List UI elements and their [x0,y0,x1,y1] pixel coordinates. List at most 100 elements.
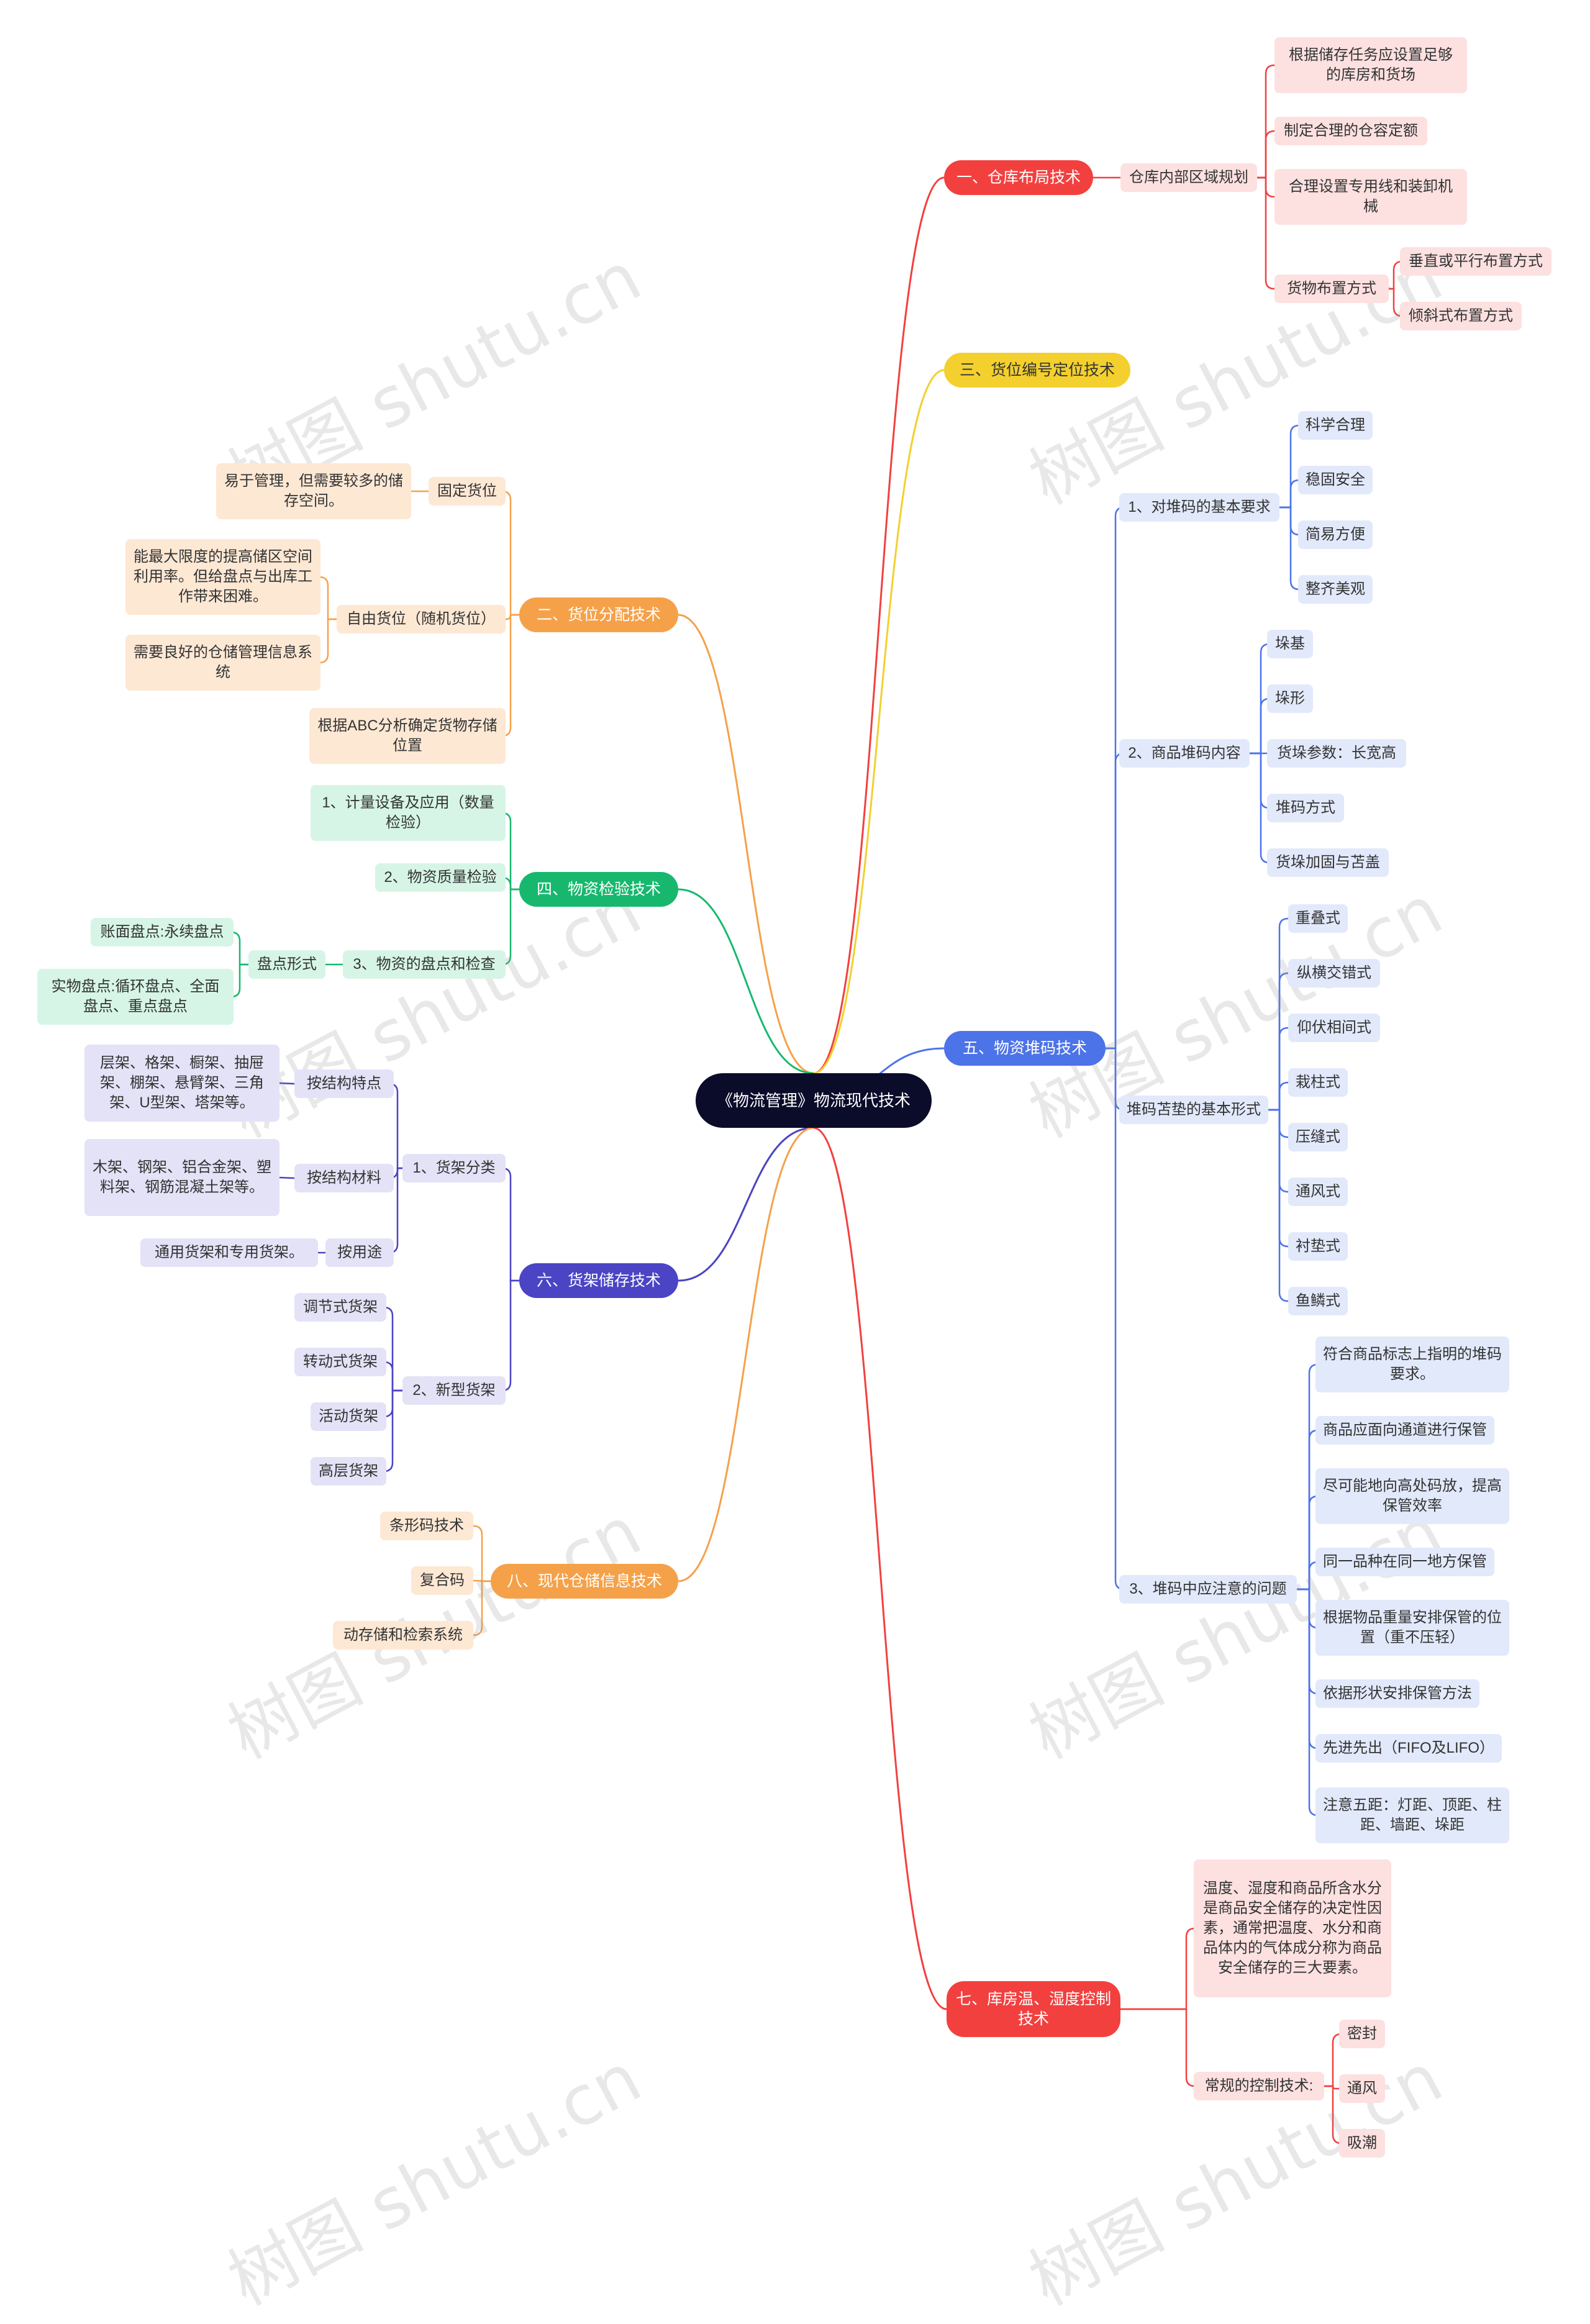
node-new-shelf-0[interactable]: 调节式货架 [294,1293,386,1322]
node-three-elements[interactable]: 温度、湿度和商品所含水分是商品安全储存的决定性因素，通常把温度、水分和商品体内的… [1194,1859,1391,1997]
node-stack-form-7[interactable]: 鱼鳞式 [1288,1287,1348,1315]
node-stack-note-7[interactable]: 注意五距：灯距、顶距、柱距、墙距、垛距 [1315,1787,1509,1843]
node-control-2[interactable]: 吸潮 [1339,2129,1385,2158]
bracket-line [501,1167,519,1282]
node-stack-form-1[interactable]: 纵横交错式 [1288,959,1380,987]
node-inventory-forms[interactable]: 盘点形式 [248,950,325,979]
node-placement-1[interactable]: 倾斜式布置方式 [1400,302,1522,330]
node-stack-note-2[interactable]: 尽可能地向高处码放，提高保管效率 [1315,1468,1509,1524]
node-inspection-2[interactable]: 3、物资的盘点和检查 [343,950,506,979]
node-stack-content-2[interactable]: 货垛参数：长宽高 [1267,739,1406,768]
node-area-item-0[interactable]: 根据储存任务应设置足够的库房和货场 [1274,37,1467,93]
node-info-2[interactable]: 动存储和检索系统 [333,1621,473,1650]
node-stack-content-3[interactable]: 堆码方式 [1267,794,1344,822]
bracket-line [1297,1429,1319,1591]
node-fixed-note[interactable]: 易于管理，但需要较多的储存空间。 [216,463,411,519]
branch-location-allocation[interactable]: 二、货位分配技术 [519,597,678,632]
bracket-line [230,963,248,998]
bracket-line [1268,972,1289,1111]
bracket-line [501,490,519,616]
root-topic[interactable]: 《物流管理》物流现代技术 [696,1073,932,1128]
node-random-note-0[interactable]: 能最大限度的提高储区空间利用率。但给盘点与出库工作带来困难。 [125,539,320,615]
node-stack-note-4[interactable]: 根据物品重量安排保管的位置（重不压轻） [1315,1600,1509,1656]
node-stack-content-1[interactable]: 垛形 [1267,684,1313,713]
node-fixed-location[interactable]: 固定货位 [429,477,506,506]
node-stack-requirement-2[interactable]: 简易方便 [1298,520,1373,549]
node-by-usage[interactable]: 按用途 [325,1238,394,1267]
branch-line-orange [678,614,814,1074]
node-new-shelf-1[interactable]: 转动式货架 [294,1348,386,1376]
bracket-line [473,1580,491,1636]
branch-shelving[interactable]: 六、货架储存技术 [519,1263,678,1298]
bracket-line [1279,506,1300,536]
bracket-line [1297,1588,1319,1629]
node-stack-content-0[interactable]: 垛基 [1267,630,1313,658]
node-stack-note-1[interactable]: 商品应面向通道进行保管 [1315,1416,1494,1445]
node-stack-form-4[interactable]: 压缝式 [1288,1123,1348,1151]
node-inspection-1[interactable]: 2、物资质量检验 [375,863,506,892]
node-shelf-types[interactable]: 1、货架分类 [402,1154,506,1182]
node-stack-notes[interactable]: 3、堆码中应注意的问题 [1119,1575,1297,1604]
bracket-line [1120,1927,1196,2010]
node-stack-form-5[interactable]: 通风式 [1288,1178,1348,1206]
node-area-planning[interactable]: 仓库内部区域规划 [1120,163,1257,192]
branch-warehouse-layout[interactable]: 一、仓库布局技术 [944,160,1093,195]
node-by-material[interactable]: 按结构材料 [294,1164,394,1192]
bracket-line [501,1279,519,1392]
node-info-0[interactable]: 条形码技术 [380,1512,473,1540]
node-stack-form-0[interactable]: 重叠式 [1288,904,1348,933]
node-new-shelf-3[interactable]: 高层货架 [311,1457,386,1486]
bracket-line [1297,1495,1319,1591]
node-stack-form-3[interactable]: 栽柱式 [1288,1068,1348,1097]
bracket-line [1297,1363,1319,1591]
node-control-methods[interactable]: 常规的控制技术: [1194,2072,1324,2100]
branch-location-coding[interactable]: 三、货位编号定位技术 [944,353,1130,388]
node-stack-note-3[interactable]: 同一品种在同一地方保管 [1315,1548,1494,1576]
node-stack-requirement-0[interactable]: 科学合理 [1298,411,1373,440]
node-placement-0[interactable]: 垂直或平行布置方式 [1400,247,1551,276]
bracket-line [473,1525,491,1582]
node-by-structure[interactable]: 按结构特点 [294,1069,394,1098]
bracket-line [1268,1109,1289,1302]
bracket-line [1106,1047,1125,1591]
branch-inspection[interactable]: 四、物资检验技术 [519,872,678,907]
node-stack-note-6[interactable]: 先进先出（FIFO及LIFO） [1315,1734,1502,1763]
node-random-note-1[interactable]: 需要良好的仓储管理信息系统 [125,635,320,691]
bracket-line [383,1389,402,1473]
branch-temperature-humidity[interactable]: 七、库房温、湿度控制技术 [947,1981,1120,2037]
node-structure-note[interactable]: 层架、格架、橱架、抽屉架、棚架、悬臂架、三角架、U型架、塔架等。 [84,1045,279,1122]
node-inventory-0[interactable]: 账面盘点:永续盘点 [91,918,234,946]
bracket-line [1268,1109,1289,1193]
node-stack-form-6[interactable]: 衬垫式 [1288,1232,1348,1261]
bracket-line [1297,1588,1319,1750]
node-usage-note[interactable]: 通用货架和专用货架。 [140,1238,318,1267]
node-info-1[interactable]: 复合码 [411,1566,473,1595]
node-area-item-2[interactable]: 合理设置专用线和装卸机械 [1274,169,1467,225]
node-stack-forms[interactable]: 堆码苫垫的基本形式 [1119,1096,1268,1124]
node-control-0[interactable]: 密封 [1339,2020,1385,2048]
node-abc-location[interactable]: 根据ABC分析确定货物存储位置 [309,708,506,764]
node-new-shelf-2[interactable]: 活动货架 [311,1402,386,1431]
node-stack-content[interactable]: 2、商品堆码内容 [1119,739,1250,768]
node-stack-note-0[interactable]: 符合商品标志上指明的堆码要求。 [1315,1337,1509,1392]
node-control-1[interactable]: 通风 [1339,2074,1385,2103]
node-stack-requirements[interactable]: 1、对堆码的基本要求 [1119,493,1279,522]
branch-info-tech[interactable]: 八、现代仓储信息技术 [491,1564,678,1599]
node-placement[interactable]: 货物布置方式 [1274,275,1389,303]
node-stack-form-2[interactable]: 仰伏相间式 [1288,1014,1380,1042]
node-inspection-0[interactable]: 1、计量设备及应用（数量检验） [311,785,506,841]
bracket-line [1257,130,1275,179]
node-random-location[interactable]: 自由货位（随机货位） [337,605,506,633]
branch-stacking[interactable]: 五、物资堆码技术 [944,1031,1106,1066]
bracket-line [230,931,248,966]
bracket-line [1268,917,1289,1111]
node-stack-requirement-1[interactable]: 稳固安全 [1298,466,1373,494]
node-area-item-1[interactable]: 制定合理的仓容定额 [1274,117,1427,145]
node-new-shelves[interactable]: 2、新型货架 [402,1376,506,1405]
bracket-line [1268,1081,1289,1111]
node-material-note[interactable]: 木架、钢架、铝合金架、塑料架、钢筋混凝土架等。 [84,1139,279,1216]
node-stack-content-4[interactable]: 货垛加固与苫盖 [1267,848,1389,877]
node-inventory-1[interactable]: 实物盘点:循环盘点、全面盘点、重点盘点 [37,969,234,1025]
node-stack-requirement-3[interactable]: 整齐美观 [1298,575,1373,604]
node-stack-note-5[interactable]: 依据形状安排保管方法 [1315,1679,1479,1708]
